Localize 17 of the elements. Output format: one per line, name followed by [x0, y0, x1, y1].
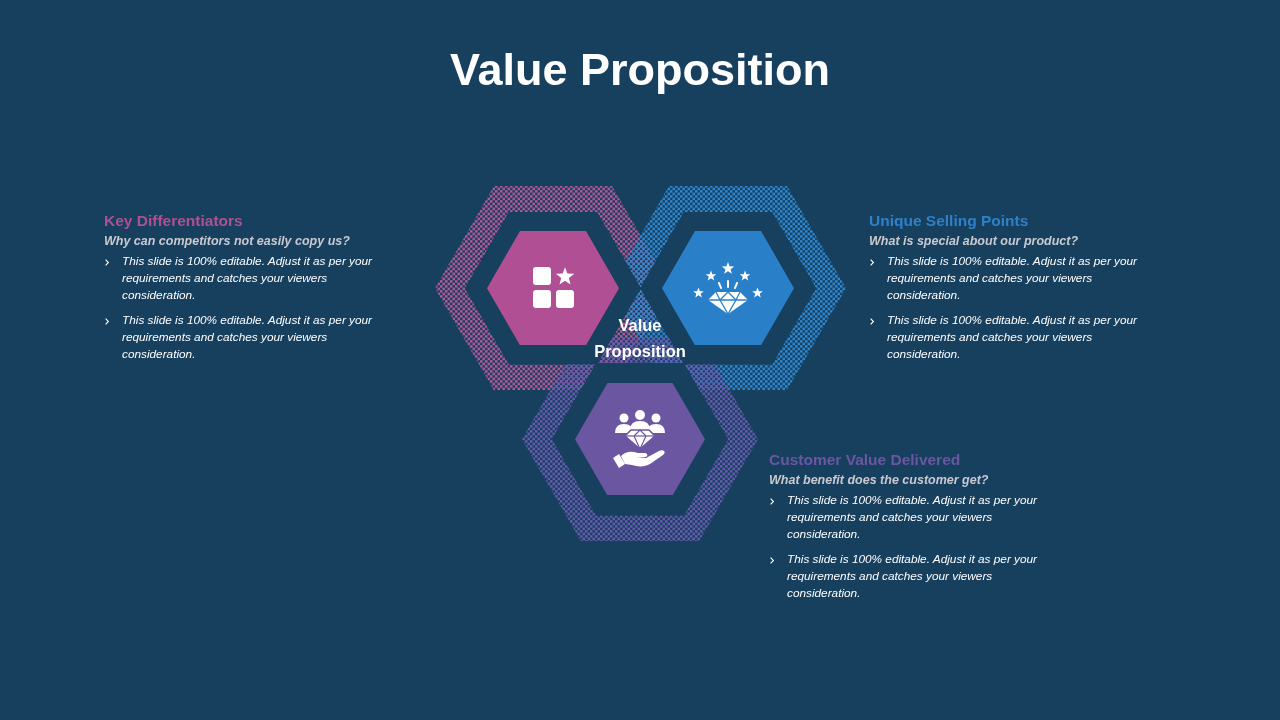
bullet-text: This slide is 100% editable. Adjust it as per your requirements and catches your viewers consideration.: [787, 492, 1039, 543]
bullet-text: This slide is 100% editable. Adjust it as per your requirements and catches your viewers consideration.: [787, 551, 1039, 602]
hexagon-tile: [575, 382, 705, 496]
section-question: What is special about our product?: [869, 233, 1079, 250]
slide-title: Value Proposition: [449, 43, 831, 97]
bullet-text: This slide is 100% editable. Adjust it as per your requirements and catches your viewers consideration.: [122, 312, 374, 363]
section-heading: Key Differentiators: [104, 211, 243, 231]
hexagon-tile: [662, 230, 794, 346]
hexagon-tile: [487, 230, 619, 346]
section-question: Why can competitors not easily copy us?: [104, 233, 350, 250]
center-label: Value Proposition: [593, 315, 687, 362]
bullet-text: This slide is 100% editable. Adjust it as per your requirements and catches your viewers consideration.: [122, 253, 374, 304]
section-question: What benefit does the customer get?: [769, 472, 989, 489]
bullet-text: This slide is 100% editable. Adjust it as per your requirements and catches your viewers consideration.: [887, 312, 1139, 363]
section-heading: Customer Value Delivered: [769, 450, 961, 470]
bullet-text: This slide is 100% editable. Adjust it as per your requirements and catches your viewers consideration.: [887, 253, 1139, 304]
section-heading: Unique Selling Points: [869, 211, 1029, 231]
